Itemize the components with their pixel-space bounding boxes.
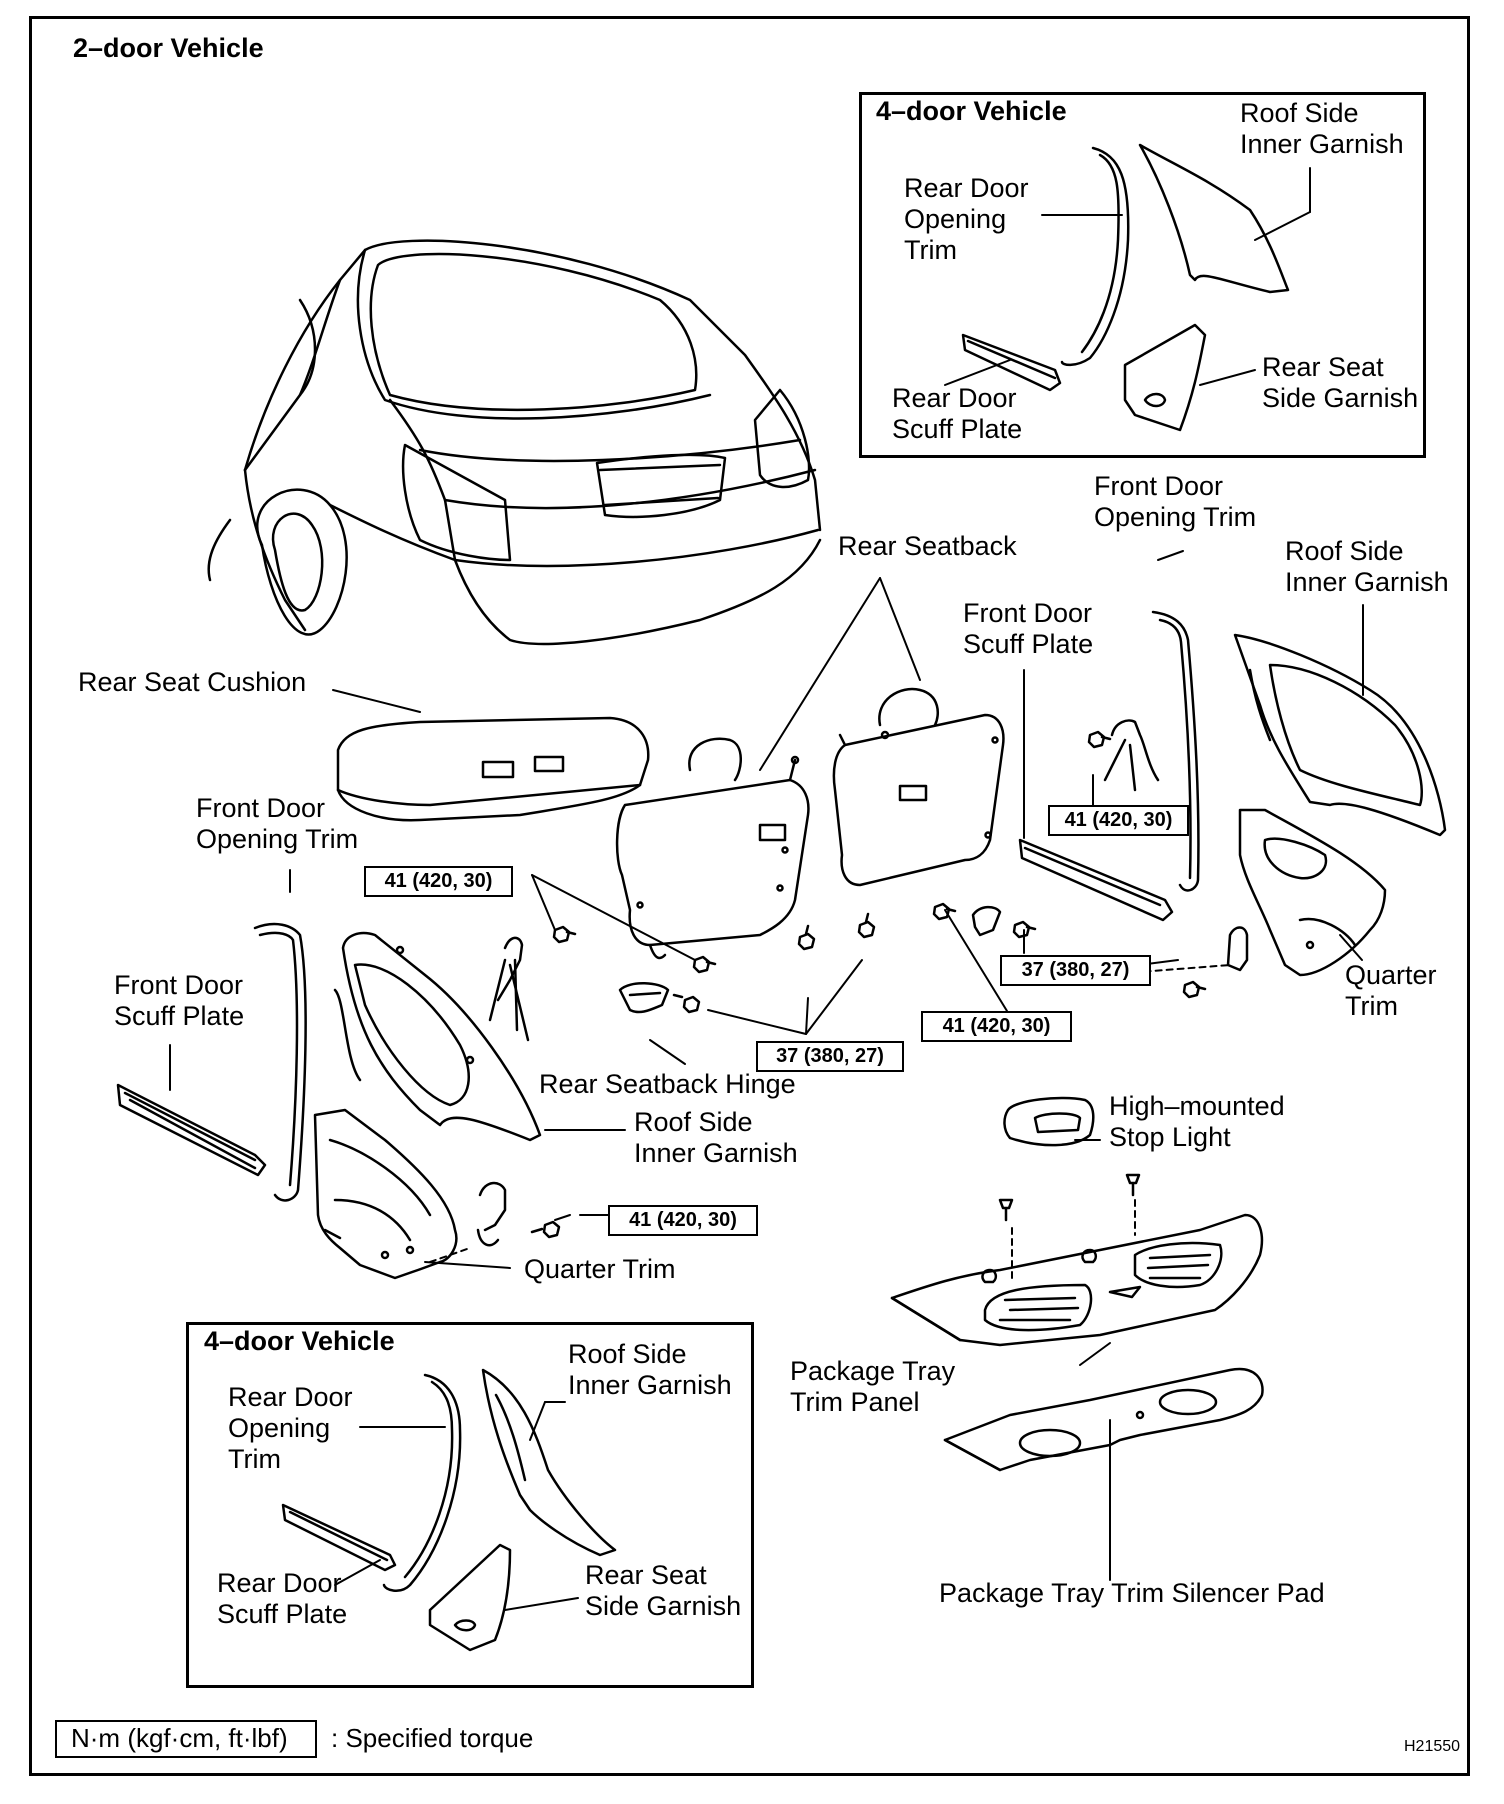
bolts <box>530 730 1207 1239</box>
front-door-scuff-plate-left <box>116 1083 267 1177</box>
rear-seatback-label: Rear Seatback <box>838 531 1017 561</box>
inset-leader-lines <box>334 167 1311 1611</box>
torque-spec-box: 41 (420, 30) <box>364 866 513 897</box>
high-mounted-stop-light <box>1003 1096 1095 1147</box>
package-tray-trim-silencer-pad-label: Package Tray Trim Silencer Pad <box>939 1578 1325 1608</box>
roof-side-inner-garnish-left <box>333 931 542 1142</box>
quarter-trim-right-bracket <box>1226 926 1249 972</box>
torque-spec-box: 37 (380, 27) <box>1000 955 1151 986</box>
front-door-opening-trim-left <box>253 922 307 1202</box>
rear-seat-cushion-label: Rear Seat Cushion <box>78 667 307 697</box>
torque-spec-box: 41 (420, 30) <box>921 1011 1072 1042</box>
rear-seatback-right <box>832 687 1005 887</box>
torque-spec-box: 41 (420, 30) <box>1048 805 1189 836</box>
diagram-title: 2–door Vehicle <box>73 33 264 63</box>
hinge-bracket-left <box>476 936 530 1247</box>
inset-bottom-title: 4–door Vehicle <box>204 1326 395 1356</box>
torque-legend-text: : Specified torque <box>331 1723 534 1753</box>
leader-lines <box>169 550 1364 1581</box>
inset-bottom-parts <box>281 1368 617 1652</box>
hinge-bracket-right <box>1103 719 1160 792</box>
quarter-trim-left-label: Quarter Trim <box>524 1254 676 1284</box>
torque-spec-box: 41 (420, 30) <box>608 1205 758 1236</box>
inset-top-title: 4–door Vehicle <box>876 96 1067 126</box>
diagram-frame <box>29 16 1470 1776</box>
quarter-trim-left <box>313 1108 458 1280</box>
torque-legend-box: N·m (kgf·cm, ft·lbf) <box>55 1720 317 1758</box>
figure-code: H21550 <box>1404 1738 1461 1755</box>
inset-top-parts <box>961 143 1290 432</box>
package-tray-trim-panel <box>890 1213 1264 1347</box>
rear-seat-cushion <box>336 716 650 822</box>
rear-seatback-hinge <box>618 982 670 1014</box>
rear-seatback-hinge-label: Rear Seatback Hinge <box>539 1069 796 1099</box>
rear-seatback-left <box>615 737 810 960</box>
inset-4-door-bottom <box>186 1322 754 1688</box>
quarter-trim-right <box>1238 808 1387 977</box>
package-tray-trim-silencer-pad <box>943 1367 1264 1472</box>
front-door-scuff-plate-right <box>1018 838 1174 922</box>
front-door-opening-trim-right <box>1151 610 1200 892</box>
seatback-clip-right <box>971 905 1002 937</box>
roof-side-inner-garnish-right <box>1233 633 1447 837</box>
inset-4-door-top <box>859 92 1426 458</box>
torque-spec-box: 37 (380, 27) <box>756 1041 904 1072</box>
vehicle-rear-illustration <box>207 239 822 646</box>
